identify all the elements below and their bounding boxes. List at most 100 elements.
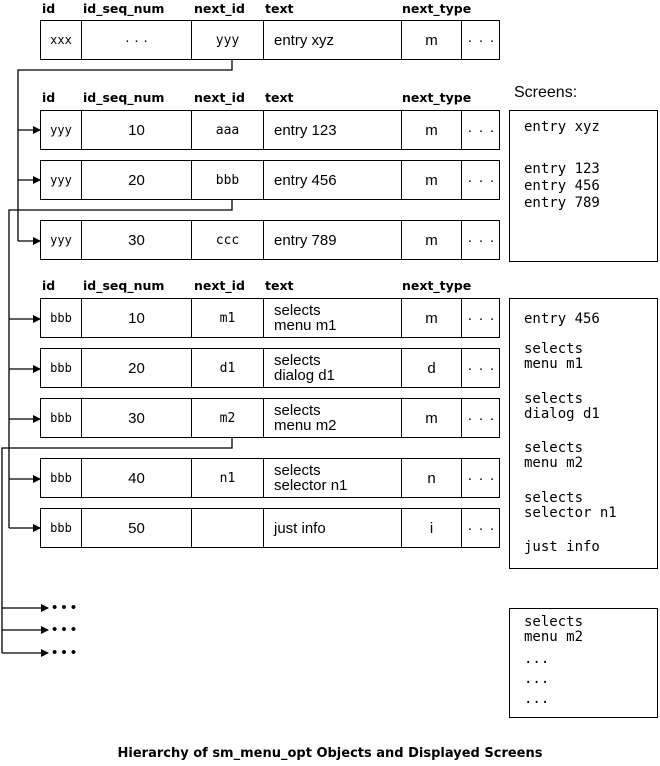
header-id: id <box>42 90 56 105</box>
cell-id-seq-num: 20 <box>81 349 191 387</box>
screen-line: selects <box>524 440 584 456</box>
connector-bbb <box>8 200 233 528</box>
cell-text: selects menu m1 <box>263 299 401 337</box>
header-next-type: next_type <box>402 90 472 105</box>
screen-line: selects <box>524 490 584 506</box>
cell-next-type: m <box>401 299 461 337</box>
screen-line: menu m1 <box>524 356 584 372</box>
cell-id-seq-num: 30 <box>81 221 191 259</box>
cell-next-id: yyy <box>191 21 263 59</box>
screen-line: entry 789 <box>524 195 600 211</box>
cell-text: selects menu m2 <box>263 399 401 437</box>
connector-m2 <box>1 438 233 653</box>
screen-line: ... <box>524 671 550 687</box>
screen-line: menu m2 <box>524 455 584 471</box>
screen-line: dialog d1 <box>524 406 600 422</box>
header-id-seq-num: id_seq_num <box>83 90 165 105</box>
cell-more: · · · <box>461 21 501 59</box>
table-row: bbb 10 m1 selects menu m1 m · · · <box>40 298 500 338</box>
cell-next-type: n <box>401 459 461 497</box>
cell-next-id <box>191 509 263 547</box>
cell-id-seq-num: 40 <box>81 459 191 497</box>
header-text: text <box>265 1 294 16</box>
cell-id-seq-num: 30 <box>81 399 191 437</box>
table-row: bbb 50 just info i · · · <box>40 508 500 548</box>
cell-id: bbb <box>50 361 72 375</box>
cell-id: bbb <box>50 521 72 535</box>
cell-next-id: bbb <box>191 161 263 199</box>
screen-line: entry 456 <box>524 178 600 194</box>
cell-more: · · · <box>461 161 501 199</box>
cell-text: entry xyz <box>263 21 401 59</box>
continuation-dots: • • • <box>52 644 77 661</box>
cell-next-type: m <box>401 111 461 149</box>
cell-id: yyy <box>50 233 72 247</box>
cell-text: entry 789 <box>263 221 401 259</box>
screen-line: menu m2 <box>524 629 584 645</box>
screen-line: selects <box>524 341 584 357</box>
header-text: text <box>265 278 294 293</box>
header-next-type: next_type <box>402 1 472 16</box>
cell-id-seq-num: · · · <box>81 21 191 59</box>
screen-panel-1: entry xyz entry 123 entry 456 entry 789 <box>509 110 658 262</box>
table-row: xxx · · · yyy entry xyz m · · · <box>40 20 500 60</box>
header-next-id: next_id <box>194 90 245 105</box>
cell-id: xxx <box>50 33 72 47</box>
screen-panel-2: entry 456 selects menu m1 selects dialog… <box>509 298 658 569</box>
figure-caption: Hierarchy of sm_menu_opt Objects and Dis… <box>117 746 543 761</box>
table-row: bbb 30 m2 selects menu m2 m · · · <box>40 398 500 438</box>
cell-more: · · · <box>461 509 501 547</box>
cell-next-type: m <box>401 161 461 199</box>
screen-panel-3: selects menu m2 ... ... ... <box>509 608 658 718</box>
screen-line: just info <box>524 539 600 555</box>
screens-label: Screens: <box>514 84 578 101</box>
connector-yyy <box>17 60 233 241</box>
continuation-dots: • • • <box>52 599 77 616</box>
cell-next-id: n1 <box>191 459 263 497</box>
screen-line: selects <box>524 614 584 630</box>
header-id-seq-num: id_seq_num <box>83 1 165 16</box>
cell-id: yyy <box>50 173 72 187</box>
cell-next-id: m2 <box>191 399 263 437</box>
screen-line: ... <box>524 691 550 707</box>
continuation-dots: • • • <box>52 621 77 638</box>
cell-id: yyy <box>50 123 72 137</box>
header-next-id: next_id <box>194 278 245 293</box>
cell-text: just info <box>263 509 401 547</box>
cell-next-type: i <box>401 509 461 547</box>
screen-line: ... <box>524 651 550 667</box>
screen-line: entry 456 <box>524 311 600 327</box>
cell-next-type: m <box>401 221 461 259</box>
table-row: yyy 20 bbb entry 456 m · · · <box>40 160 500 200</box>
header-id-seq-num: id_seq_num <box>83 278 165 293</box>
screen-line: entry 123 <box>524 161 600 177</box>
screen-line: selects <box>524 391 584 407</box>
cell-next-id: ccc <box>191 221 263 259</box>
header-id: id <box>42 1 56 16</box>
cell-more: · · · <box>461 349 501 387</box>
cell-text: entry 123 <box>263 111 401 149</box>
cell-text: entry 456 <box>263 161 401 199</box>
cell-next-type: d <box>401 349 461 387</box>
cell-id-seq-num: 50 <box>81 509 191 547</box>
cell-id-seq-num: 10 <box>81 299 191 337</box>
cell-more: · · · <box>461 399 501 437</box>
cell-next-type: m <box>401 399 461 437</box>
cell-text: selects selector n1 <box>263 459 401 497</box>
cell-id-seq-num: 20 <box>81 161 191 199</box>
cell-next-id: aaa <box>191 111 263 149</box>
cell-more: · · · <box>461 221 501 259</box>
cell-next-id: m1 <box>191 299 263 337</box>
cell-next-id: d1 <box>191 349 263 387</box>
cell-more: · · · <box>461 459 501 497</box>
screen-line: entry xyz <box>524 119 600 135</box>
cell-text: selects dialog d1 <box>263 349 401 387</box>
cell-id: bbb <box>50 471 72 485</box>
header-next-id: next_id <box>194 1 245 16</box>
header-next-type: next_type <box>402 278 472 293</box>
cell-id: bbb <box>50 311 72 325</box>
cell-more: · · · <box>461 111 501 149</box>
cell-next-type: m <box>401 21 461 59</box>
